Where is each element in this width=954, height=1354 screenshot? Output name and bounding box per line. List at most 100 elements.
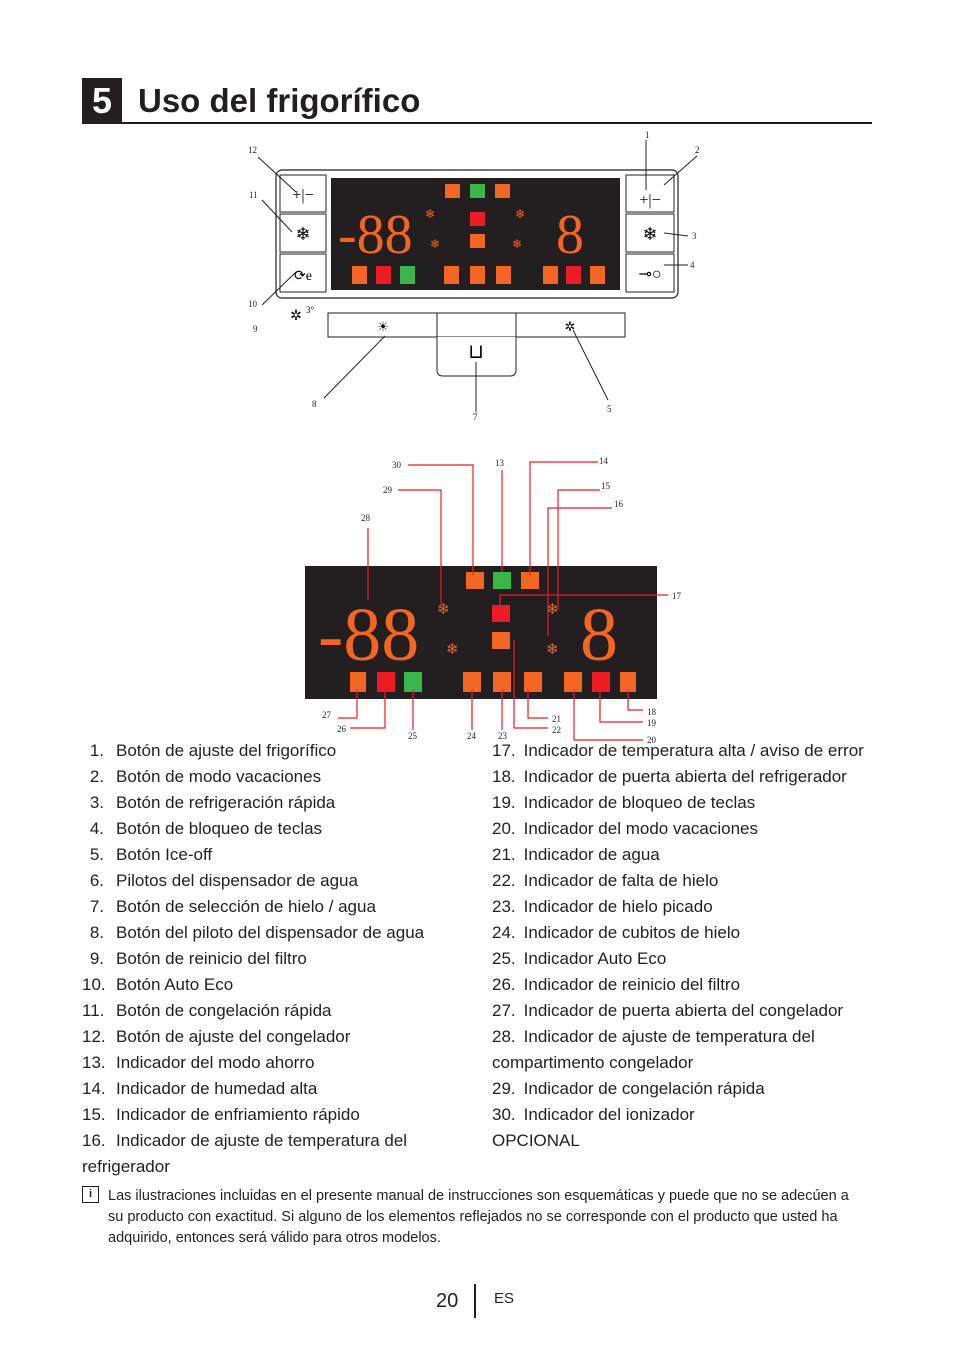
list-item-number: 30.: [492, 1105, 516, 1124]
list-item: 28.Indicador de ajuste de temperatura de…: [492, 1024, 877, 1076]
list-item-number: 2.: [89, 767, 104, 786]
list-item: 22.Indicador de falta de hielo: [492, 868, 877, 894]
list-item-number: 8.: [89, 923, 104, 942]
svg-text:27: 27: [322, 710, 332, 720]
page-number: 20: [436, 1290, 459, 1312]
list-item: 20.Indicador del modo vacaciones: [492, 816, 877, 842]
plus-minus-icon: +|−: [292, 187, 313, 204]
svg-text:5: 5: [607, 404, 612, 414]
svg-text:❄: ❄: [430, 237, 440, 251]
info-icon: i: [82, 1186, 99, 1203]
svg-text:22: 22: [552, 725, 561, 735]
list-item-number: 3.: [89, 793, 104, 812]
list-item: 7. Botón de selección de hielo / agua: [82, 894, 462, 920]
list-item-text: Indicador de reinicio del filtro: [523, 975, 741, 994]
list-item-number: 25.: [492, 949, 516, 968]
list-item-number: 6.: [89, 871, 104, 890]
list-item-number: 9.: [89, 949, 104, 968]
list-item: 9. Botón de reinicio del filtro: [82, 946, 462, 972]
svg-text:19: 19: [647, 718, 657, 728]
optional-label: OPCIONAL: [492, 1131, 580, 1150]
list-item-text: Botón Ice-off: [116, 845, 213, 864]
list-item-number: 16.: [82, 1131, 106, 1150]
list-item: 1.Botón de ajuste del frigorífico: [82, 738, 462, 764]
list-item-number: 15.: [82, 1105, 106, 1124]
svg-text:14: 14: [599, 456, 609, 466]
svg-text:9: 9: [253, 324, 258, 334]
ice-off-icon: ✲: [565, 319, 576, 334]
list-item-text: Botón de modo vacaciones: [116, 767, 322, 786]
svg-text:❄: ❄: [512, 237, 522, 251]
filter-icon: ✲: [290, 309, 302, 324]
svg-text:18: 18: [647, 707, 657, 717]
svg-text:29: 29: [383, 485, 393, 495]
list-item-number: 10.: [82, 975, 106, 994]
eco-icon: ⟳e: [294, 269, 312, 284]
list-item-text: Botón Auto Eco: [116, 975, 234, 994]
legend-list-left: 1.Botón de ajuste del frigorífico 2. Botón…: [82, 738, 462, 1180]
no-ice-indicator: [492, 632, 510, 649]
list-item-text: Indicador del modo vacaciones: [523, 819, 759, 838]
svg-text:24: 24: [467, 731, 477, 741]
list-item-text: Botón de selección de hielo / agua: [116, 897, 376, 916]
freezer-adjust-button: [279, 174, 327, 213]
auto-eco-button: [279, 253, 327, 293]
fridge-adjust-button: [625, 174, 675, 213]
svg-text:21: 21: [552, 714, 561, 724]
list-item: 25. Indicador Auto Eco: [492, 946, 877, 972]
list-item-text: Indicador Auto Eco: [523, 949, 667, 968]
svg-text:❄: ❄: [515, 207, 525, 221]
svg-text:1: 1: [645, 130, 650, 140]
list-item: 29. Indicador de congelación rápida: [492, 1076, 877, 1102]
svg-text:❄: ❄: [446, 642, 459, 658]
svg-text:23: 23: [498, 731, 508, 741]
freezer-digits: -88: [338, 204, 413, 266]
list-item-text: Indicador de enfriamiento rápido: [116, 1105, 360, 1124]
list-item-text: Botón de ajuste del frigorífico: [116, 741, 337, 760]
list-item-number: 29.: [492, 1079, 516, 1098]
legend-list-right: 17. Indicador de temperatura alta / aviso…: [492, 738, 877, 1154]
list-item-text: Botón de congelación rápida: [116, 1001, 332, 1020]
humidity-indicator: [495, 184, 510, 198]
list-item-text: Indicador de temperatura alta / aviso de…: [523, 741, 864, 760]
svg-text:❄: ❄: [546, 602, 559, 618]
list-item-number: 7.: [89, 897, 104, 916]
list-item: 5.Botón Ice-off: [82, 842, 462, 868]
list-item: 27.Indicador de puerta abierta del conge…: [492, 998, 877, 1024]
list-item: 23.Indicador de hielo picado: [492, 894, 877, 920]
detail-fridge-digits: 8: [580, 593, 618, 677]
plus-minus-icon: +|−: [639, 192, 660, 209]
list-item: 4.Botón de bloqueo de teclas: [82, 816, 462, 842]
svg-text:11: 11: [249, 190, 258, 200]
list-item-number: 19.: [492, 793, 516, 812]
svg-text:2: 2: [695, 145, 700, 155]
ion-indicator: [466, 572, 484, 589]
list-item-text: Botón de ajuste del congelador: [116, 1027, 351, 1046]
svg-text:3: 3: [692, 231, 697, 241]
key-icon: ⊸○: [638, 266, 661, 283]
list-item-number: 21.: [492, 845, 516, 864]
list-item-number: 26.: [492, 975, 516, 994]
list-item: 13.Indicador del modo ahorro: [82, 1050, 462, 1076]
eco-indicator: [470, 184, 485, 198]
list-item-number: 17.: [492, 741, 516, 760]
list-item-number: 12.: [82, 1027, 106, 1046]
snowflake-icon: ❄: [642, 224, 657, 244]
list-item-text: Indicador de ajuste de temperatura del c…: [492, 1027, 815, 1072]
control-panel-diagram: +|− ❄ ⟳e +|− ❄ ⊸○ -88 8 ❄❄❄❄ ☀ ⊔ ✲ ✲ 3°: [248, 130, 700, 422]
list-item-text: Indicador de congelación rápida: [523, 1079, 765, 1098]
list-item-text: Botón de reinicio del filtro: [116, 949, 307, 968]
quick-freeze-button: [279, 213, 327, 253]
list-item: 21.Indicador de agua: [492, 842, 877, 868]
language-code: ES: [494, 1290, 515, 1307]
svg-text:13: 13: [495, 458, 505, 468]
list-item: 14.Indicador de humedad alta: [82, 1076, 462, 1102]
list-item-text: Botón de refrigeración rápida: [116, 793, 336, 812]
list-item-text: Indicador de puerta abierta del refriger…: [523, 767, 847, 786]
list-item: 19.Indicador de bloqueo de teclas: [492, 790, 877, 816]
svg-text:3°: 3°: [306, 305, 315, 315]
title-rule: [82, 122, 872, 124]
list-item-number: 28.: [492, 1027, 516, 1046]
list-item-number: 18.: [492, 767, 516, 786]
